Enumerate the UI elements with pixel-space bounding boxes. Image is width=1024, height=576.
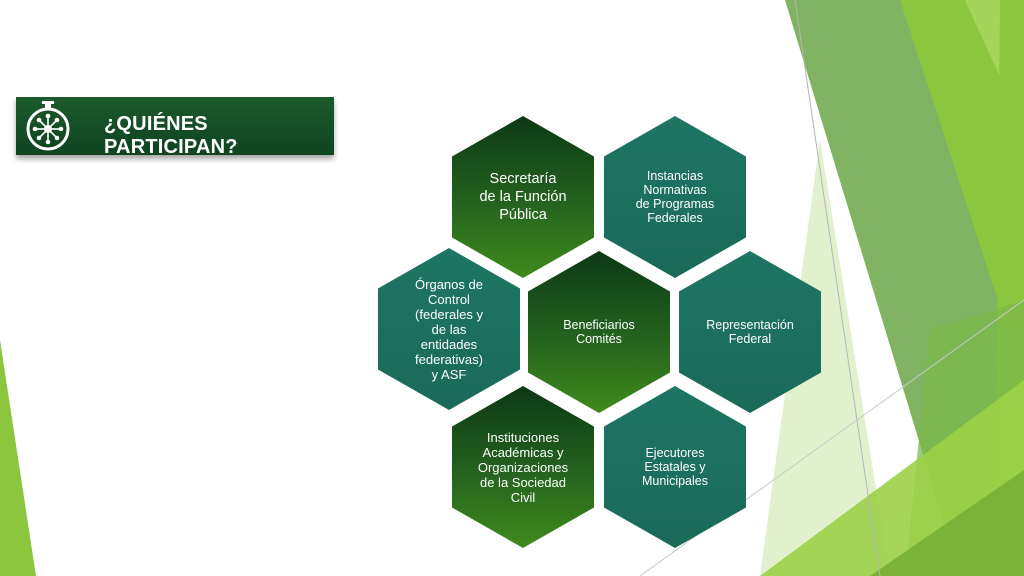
hex-label: Instancias Normativas de Programas Feder…: [635, 169, 715, 225]
slide-title: ¿QUIÉNES PARTICIPAN?: [104, 113, 238, 158]
hex-label: Representación Federal: [706, 318, 794, 346]
hex-representacion-federal: Representación Federal: [679, 251, 821, 413]
network-hub-icon: [26, 101, 70, 151]
hex-label: Instituciones Académicas y Organizacione…: [477, 429, 569, 505]
hex-instancias-normativas: Instancias Normativas de Programas Feder…: [604, 116, 746, 278]
hex-label: Secretaría de la Función Pública: [479, 171, 567, 223]
hex-label: Ejecutores Estatales y Municipales: [641, 446, 708, 488]
hex-beneficiarios-comites: Beneficiarios Comités: [528, 251, 670, 413]
hex-label: Beneficiarios Comités: [563, 318, 635, 346]
hex-label: Órganos de Control (federales y de las e…: [415, 276, 483, 382]
title-banner: ¿QUIÉNES PARTICIPAN?: [16, 97, 334, 158]
hex-ejecutores-estatales: Ejecutores Estatales y Municipales: [604, 386, 746, 548]
